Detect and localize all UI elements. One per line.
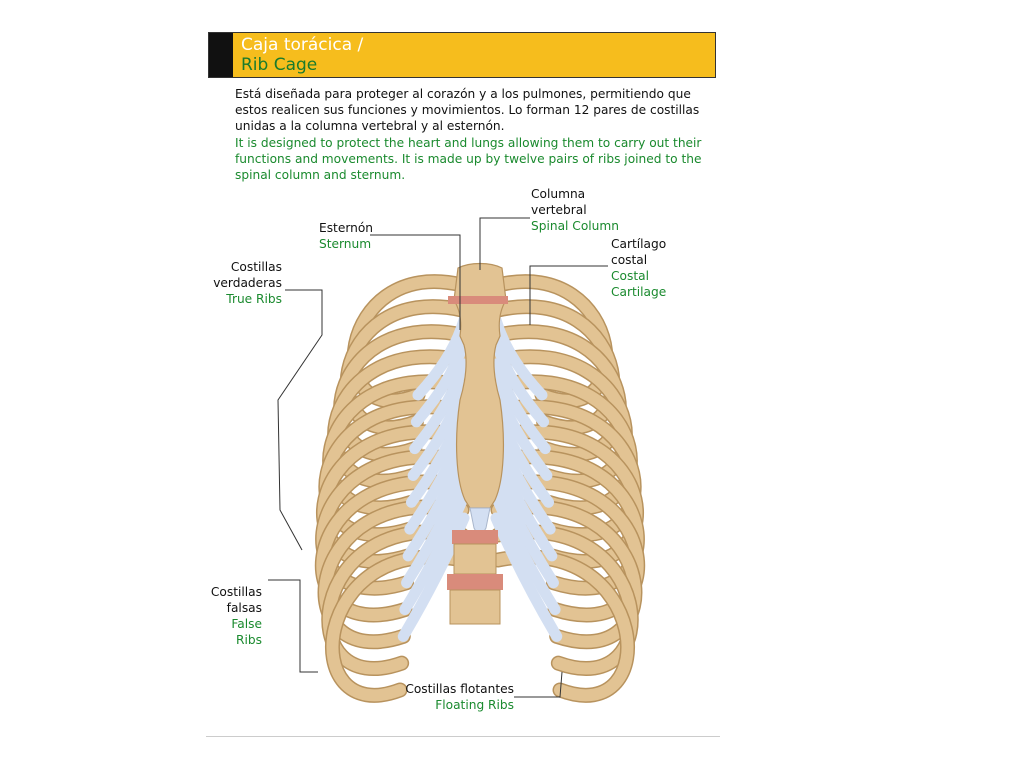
- sternum-bone: [453, 262, 507, 535]
- description-spanish: Está diseñada para proteger al corazón y…: [235, 87, 700, 133]
- label-costal-cartilage-es-2: costal: [611, 253, 648, 267]
- description-english: It is designed to protect the heart and …: [235, 136, 702, 182]
- label-spinal-column-en: Spinal Column: [531, 219, 619, 233]
- costal-cartilage: [490, 468, 559, 589]
- ribs-group: [314, 274, 646, 703]
- intervertebral-disc: [447, 574, 503, 590]
- label-false-ribs-es-2: falsas: [226, 601, 262, 615]
- sternum-leader: [370, 234, 461, 330]
- label-true-ribs-en: True Ribs: [226, 292, 282, 306]
- label-floating-ribs-en: Floating Ribs: [435, 698, 514, 712]
- costal-cartilage: [401, 468, 470, 589]
- intervertebral-disc: [452, 530, 498, 544]
- vertebra: [449, 589, 501, 625]
- costal-cartilage: [490, 490, 561, 616]
- label-floating-ribs: Costillas flotantes Floating Ribs: [405, 681, 514, 713]
- title-bar-accent: [209, 33, 233, 77]
- label-spinal-column-es-1: Columna: [531, 187, 586, 201]
- costal-cartilage: [399, 490, 470, 616]
- title-english: Rib Cage: [241, 55, 318, 75]
- floating-ribs-leader: [514, 671, 563, 698]
- costal-cartilage: [410, 336, 470, 428]
- costal-cartilage: [490, 380, 553, 481]
- label-spinal-column: Columna vertebral Spinal Column: [531, 186, 619, 234]
- label-costal-cartilage-es-1: Cartílago: [611, 237, 667, 251]
- true-ribs-leader: [277, 289, 323, 551]
- label-costal-cartilage: Cartílago costal Costal Cartilage: [611, 236, 666, 300]
- rib-fill: [322, 526, 468, 675]
- label-costal-cartilage-en-2: Cartilage: [611, 285, 667, 299]
- costal-cartilage: [409, 358, 470, 455]
- leader-lines: [268, 217, 608, 698]
- spine-vertebrae: [447, 296, 508, 625]
- label-false-ribs: Costillas falsas False Ribs: [211, 584, 262, 648]
- label-floating-ribs-es: Costillas flotantes: [405, 682, 514, 696]
- rib-fill: [319, 501, 468, 648]
- label-spinal-column-es-2: vertebral: [531, 203, 587, 217]
- costal-cartilage: [490, 358, 551, 455]
- bottom-rule: [206, 736, 720, 737]
- rib-fill: [492, 501, 641, 648]
- rib-fill: [492, 526, 638, 675]
- label-true-ribs-es-2: verdaderas: [213, 276, 282, 290]
- rib-fill: [316, 475, 468, 621]
- intervertebral-disc: [448, 296, 508, 304]
- label-costal-cartilage-en-1: Costal: [611, 269, 649, 283]
- label-sternum-en: Sternum: [319, 237, 372, 251]
- label-false-ribs-en-1: False: [231, 617, 262, 631]
- spinal-column-leader: [479, 217, 530, 270]
- label-false-ribs-en-2: Ribs: [236, 633, 262, 647]
- label-true-ribs-es-1: Costillas: [230, 260, 282, 274]
- title-spanish: Caja torácica /: [241, 35, 364, 55]
- false-ribs-leader: [268, 579, 318, 673]
- label-sternum: Esternón Sternum: [319, 220, 373, 252]
- costal-cartilage-leader: [529, 265, 608, 325]
- title-banner: Caja torácica / Rib Cage: [208, 32, 716, 78]
- costal-cartilage: [490, 336, 550, 428]
- costal-cartilage: [490, 512, 563, 642]
- costal-cartilage: [407, 380, 470, 481]
- rib-fill: [492, 475, 644, 621]
- label-sternum-es: Esternón: [319, 221, 374, 235]
- vertebra: [453, 543, 497, 575]
- label-true-ribs: Costillas verdaderas True Ribs: [213, 259, 282, 307]
- label-false-ribs-es-1: Costillas: [210, 585, 262, 599]
